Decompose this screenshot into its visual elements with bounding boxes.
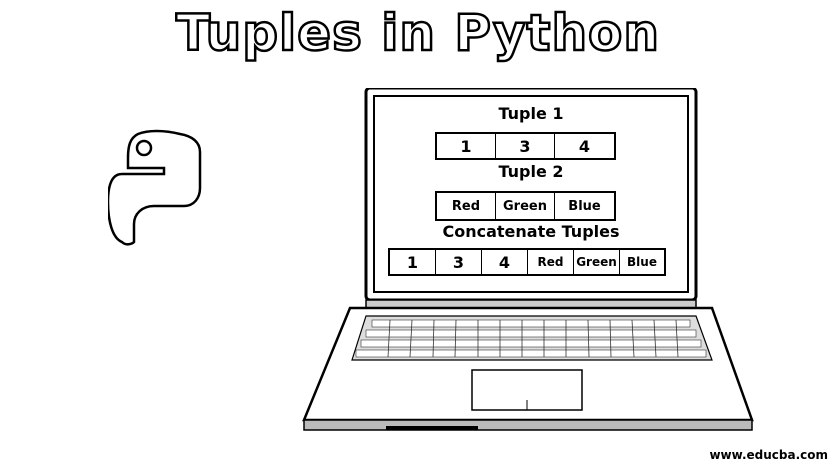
laptop-screen: Tuple 1 1 3 4 Tuple 2 Red Green Blue Con… bbox=[378, 98, 684, 286]
concat-item-1: 1 bbox=[390, 250, 436, 274]
tuple1-item-1: 1 bbox=[437, 134, 496, 158]
page-title: Tuples in Python bbox=[175, 3, 660, 64]
website-url: www.educba.com bbox=[709, 448, 828, 462]
concat-item-5: Green bbox=[574, 250, 620, 274]
python-logo-icon bbox=[108, 129, 202, 246]
tuple1-heading: Tuple 1 bbox=[498, 104, 564, 123]
concat-heading: Concatenate Tuples bbox=[442, 222, 620, 241]
tuple1-item-2: 3 bbox=[496, 134, 555, 158]
tuple2-item-2: Green bbox=[496, 193, 555, 219]
concat-item-6: Blue bbox=[627, 255, 657, 269]
tuple1-item-3: 4 bbox=[578, 136, 591, 156]
concat-item-4: Red bbox=[528, 250, 574, 274]
tuple2-item-3: Blue bbox=[568, 198, 601, 214]
tuple2-heading: Tuple 2 bbox=[498, 162, 564, 181]
concat-item-3: 4 bbox=[482, 250, 528, 274]
tuple2-item-1: Red bbox=[437, 193, 496, 219]
concat-row: 1 3 4 Red Green Blue bbox=[388, 248, 666, 276]
concat-item-2: 3 bbox=[436, 250, 482, 274]
tuple1-row: 1 3 4 bbox=[435, 132, 616, 160]
tuple2-row: Red Green Blue bbox=[435, 191, 616, 221]
